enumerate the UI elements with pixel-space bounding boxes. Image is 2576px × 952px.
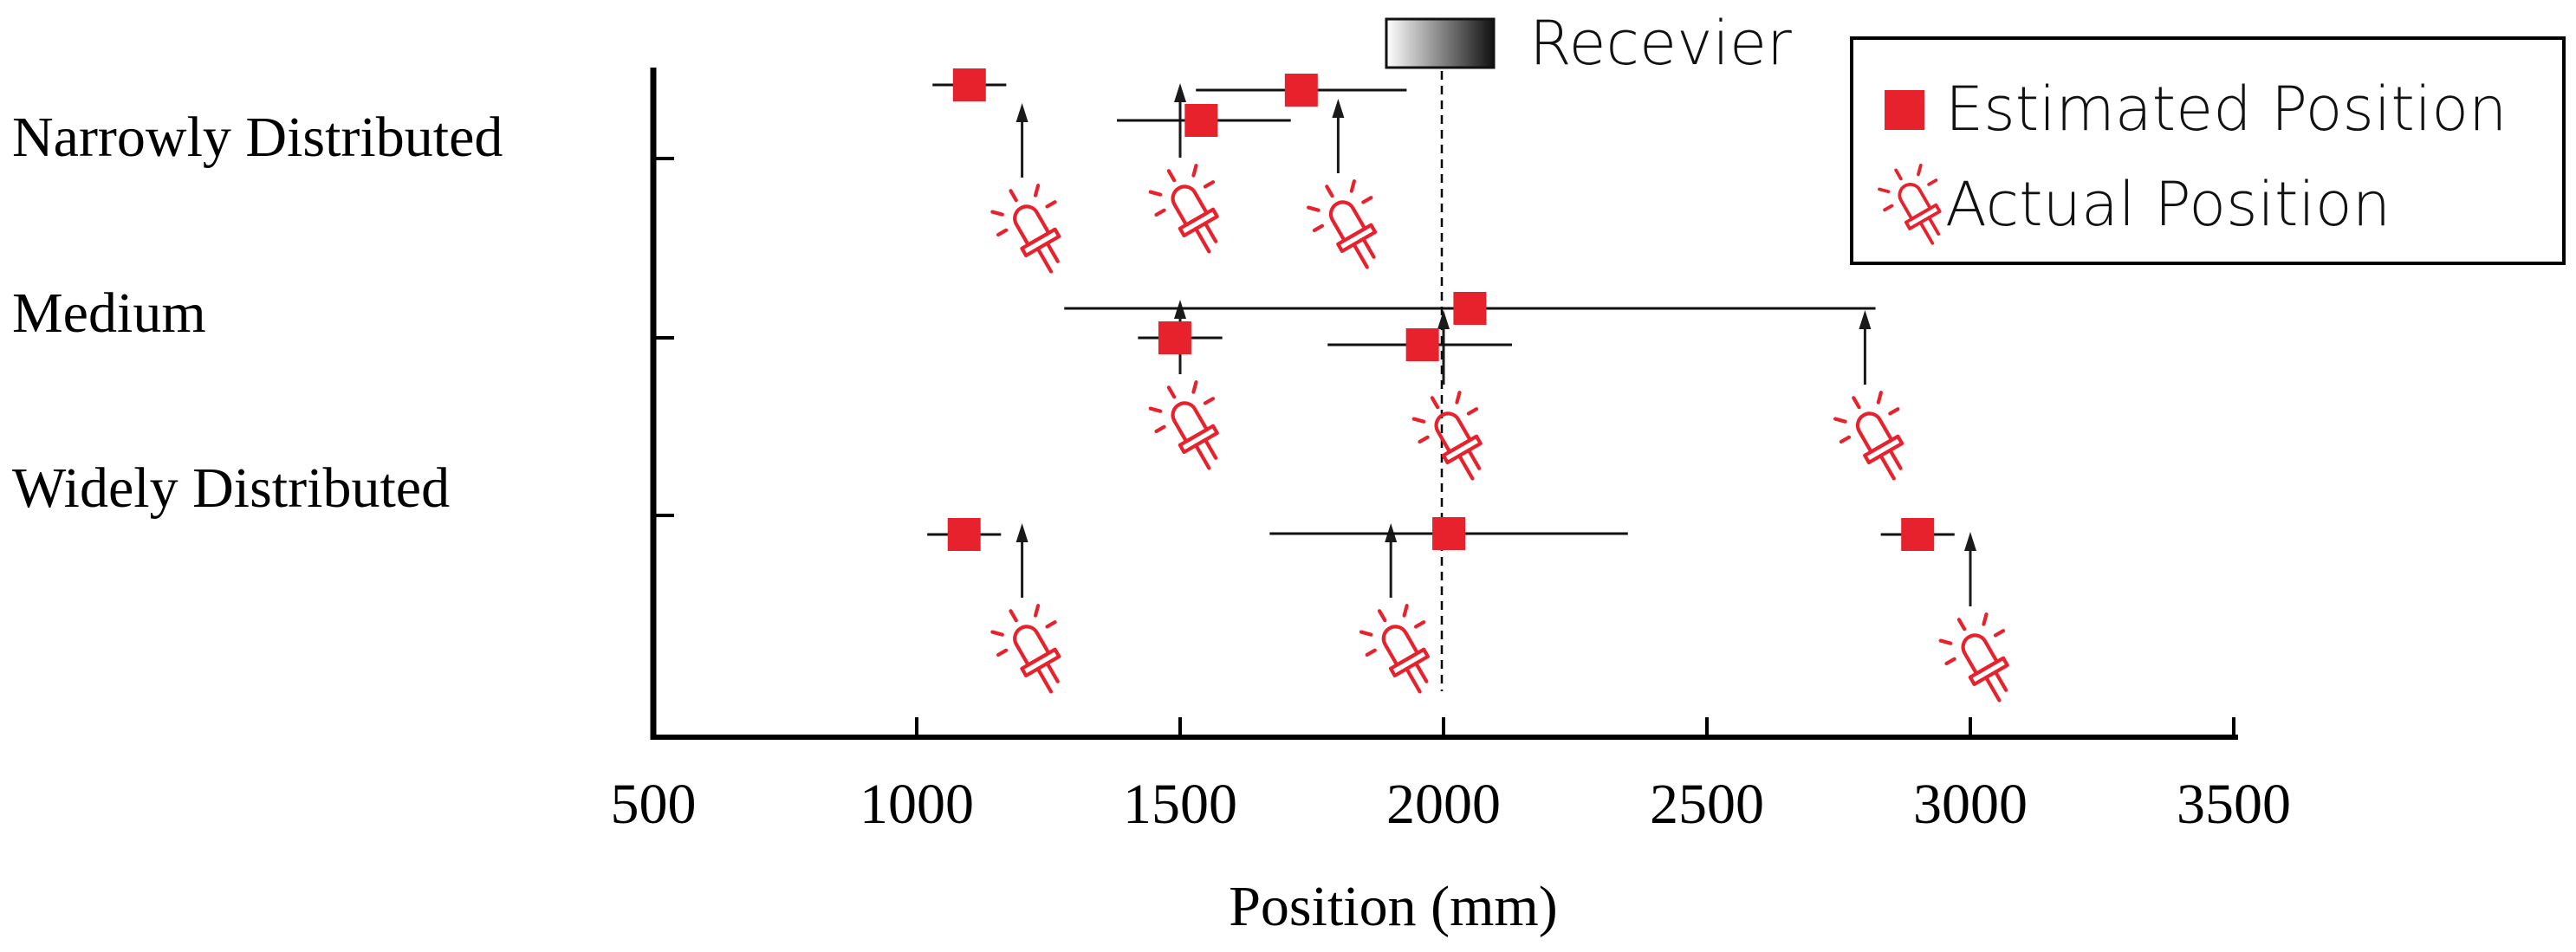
y-category-label: Widely Distributed	[12, 457, 450, 520]
actual-arrowhead	[1015, 103, 1028, 122]
x-axis-label: Position (mm)	[1229, 875, 1558, 938]
receiver-icon	[1385, 17, 1496, 69]
estimated-point	[1158, 321, 1191, 354]
actual-position-led-icon	[1140, 154, 1242, 265]
actual-position-led-icon	[1351, 594, 1452, 705]
estimated-point	[1453, 292, 1487, 325]
x-axis-tick-labels: 500 1000 1500 2000 2500 3000 3500	[611, 773, 2292, 836]
actual-arrowhead	[1964, 532, 1976, 551]
actual-arrowhead	[1859, 310, 1872, 329]
actual-position-led-icon	[1299, 170, 1400, 281]
legend-actual-label: Actual Position	[1945, 169, 2391, 240]
x-axis-ticks	[652, 717, 2235, 737]
actual-position-led-icon	[983, 174, 1084, 285]
estimated-position-layer	[927, 68, 1955, 551]
estimated-point	[1284, 74, 1318, 107]
estimated-point	[1405, 328, 1439, 361]
actual-arrowhead	[1437, 310, 1450, 329]
receiver-label: Recevier	[1529, 8, 1792, 79]
legend: Estimated Position Actual Position	[1850, 36, 2566, 265]
x-tick-label: 500	[611, 773, 697, 836]
x-tick-label: 3500	[2177, 773, 2291, 836]
x-tick-label: 2500	[1650, 773, 1764, 836]
x-tick-label: 2000	[1386, 773, 1501, 836]
estimated-point	[1184, 104, 1218, 137]
actual-arrowhead	[1174, 83, 1186, 102]
actual-arrowhead	[1332, 99, 1345, 118]
x-tick-label: 3000	[1913, 773, 2028, 836]
actual-position-led-icon	[1930, 603, 2032, 714]
legend-box	[1850, 36, 2566, 265]
y-category-label: Medium	[12, 282, 206, 345]
actual-position-layer	[983, 83, 2033, 714]
estimated-point	[1432, 517, 1466, 550]
actual-arrowhead	[1015, 523, 1028, 542]
estimated-point	[952, 68, 986, 101]
y-category-label: Narrowly Distributed	[12, 106, 503, 169]
legend-estimated-label: Estimated Position	[1945, 74, 2507, 145]
actual-position-led-icon	[1826, 381, 1927, 492]
estimated-point	[1901, 518, 1935, 551]
actual-position-led-icon	[983, 594, 1084, 705]
legend-estimated-swatch	[1885, 90, 1924, 130]
x-tick-label: 1000	[860, 773, 974, 836]
estimated-point	[947, 518, 981, 551]
actual-position-led-icon	[1140, 371, 1242, 482]
actual-position-led-icon	[1404, 381, 1505, 492]
x-tick-label: 1500	[1123, 773, 1237, 836]
